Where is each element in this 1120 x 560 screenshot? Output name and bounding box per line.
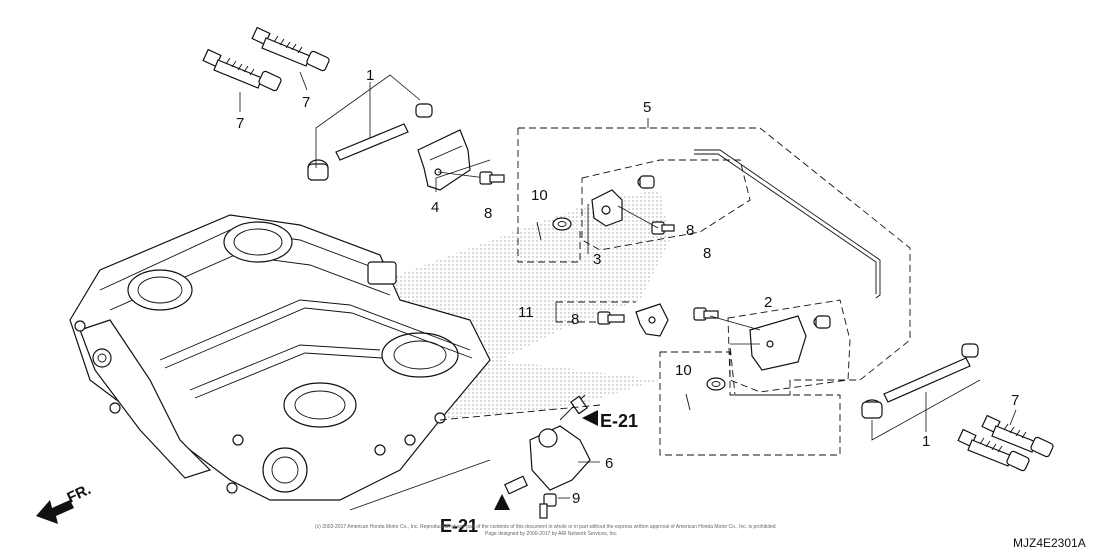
bracket-4	[417, 129, 471, 191]
reference-e21-bottom: E-21	[440, 516, 478, 536]
callout-3: 3	[593, 251, 601, 268]
bolt-8-mid	[651, 221, 675, 235]
callout-8-lower: 8	[571, 311, 579, 328]
callout-2: 2	[764, 294, 772, 311]
idle-screw-top-right	[251, 26, 330, 72]
pin-10-lower	[685, 393, 691, 411]
callout-7-top-right: 7	[302, 94, 310, 111]
washer-upper	[552, 217, 572, 231]
assembly-box-5	[517, 127, 911, 396]
callout-7-bottom-right: 7	[1011, 392, 1019, 409]
callout-7-top-left: 7	[236, 115, 244, 132]
copyright-line-2: Page designed by 2000-2017 by ARI Networ…	[485, 531, 618, 537]
front-arrow-label: FR.	[65, 481, 94, 507]
bolt-8-right	[693, 307, 719, 321]
throttle-body-assembly	[69, 214, 491, 501]
callout-1-bottom: 1	[922, 433, 930, 450]
bracket-2	[749, 315, 831, 371]
callout-10-upper: 10	[531, 187, 548, 204]
ref-arrow-bottom	[494, 494, 510, 510]
lever-11	[635, 303, 669, 337]
lever-3	[591, 175, 655, 227]
callout-4: 4	[431, 199, 439, 216]
bolt-9	[539, 493, 557, 519]
callout-labels: 1 7 7 5 4 8 10 3 8 8 2 11 8 10 6 9 7 1	[236, 67, 1019, 507]
shaft-top	[307, 103, 433, 181]
bolt-8-upper	[479, 171, 505, 185]
bolt-8-lower	[597, 311, 625, 325]
callout-1-top: 1	[366, 67, 374, 84]
callout-9: 9	[572, 490, 580, 507]
callout-10-lower: 10	[675, 362, 692, 379]
copyright-line-1: (c) 2003-2017 American Honda Motor Co., …	[315, 524, 776, 530]
callout-8-right: 8	[703, 245, 711, 262]
shaft-bottom	[861, 343, 979, 419]
pin-10-upper	[536, 221, 542, 241]
callout-5: 5	[643, 99, 651, 116]
washer-lower	[706, 377, 726, 391]
link-rod	[694, 149, 881, 299]
ref-arrow-right	[582, 410, 598, 426]
idle-screw-bottom-lower	[957, 428, 1030, 472]
idle-screw-bottom-upper	[981, 414, 1054, 458]
callout-8-upper: 8	[484, 205, 492, 222]
sensor-6	[504, 394, 591, 495]
callout-6: 6	[605, 455, 613, 472]
front-direction-arrow	[36, 500, 74, 524]
reference-e21-right: E-21	[600, 411, 638, 431]
callout-11: 11	[518, 304, 534, 321]
callout-8-mid: 8	[686, 222, 694, 239]
idle-screw-top-left	[202, 48, 282, 92]
diagram-code: MJZ4E2301A	[1013, 536, 1086, 550]
